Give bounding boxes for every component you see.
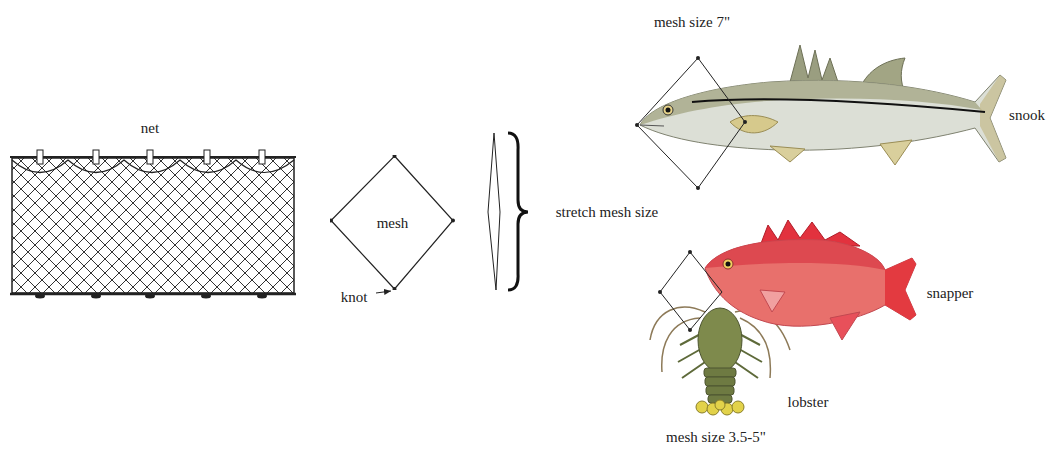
mesh-label: mesh — [377, 214, 409, 232]
knot-leader — [376, 291, 391, 293]
net-drawing — [10, 150, 296, 299]
species-label: snapper — [927, 284, 974, 302]
species-label: snook — [1009, 106, 1045, 124]
dimension-label: mesh size 7" — [654, 13, 730, 31]
part-label: net — [141, 119, 159, 137]
bracket — [508, 133, 528, 290]
snapper-fish — [658, 220, 916, 340]
snook-fish — [635, 45, 1006, 190]
dimension-label: mesh size 3.5-5" — [666, 428, 766, 446]
dimension-label: stretch mesh size — [556, 203, 658, 221]
part-label: knot — [341, 288, 368, 306]
mesh-diamond: mesh — [330, 155, 455, 290]
stretched-mesh — [488, 133, 500, 290]
species-label: lobster — [788, 393, 829, 411]
